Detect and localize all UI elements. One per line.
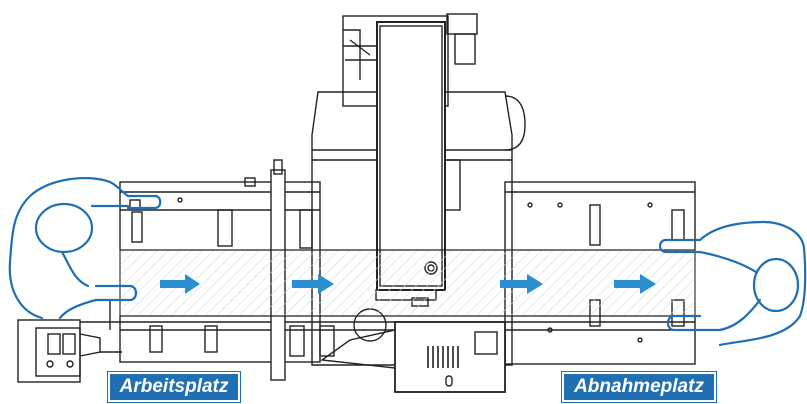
label-abnahmeplatz: Abnahmeplatz	[561, 371, 717, 403]
flow-arrow-icon	[614, 274, 656, 294]
operator-right-icon	[658, 220, 807, 347]
label-arbeitsplatz: Arbeitsplatz	[107, 371, 241, 403]
flow-arrow-icon	[500, 274, 543, 294]
machine-frame	[17, 13, 696, 393]
flow-arrow-icon	[160, 274, 200, 294]
conveyor-belt	[119, 249, 696, 317]
flow-arrow-icon	[292, 274, 334, 294]
operator-left-icon	[8, 176, 162, 320]
